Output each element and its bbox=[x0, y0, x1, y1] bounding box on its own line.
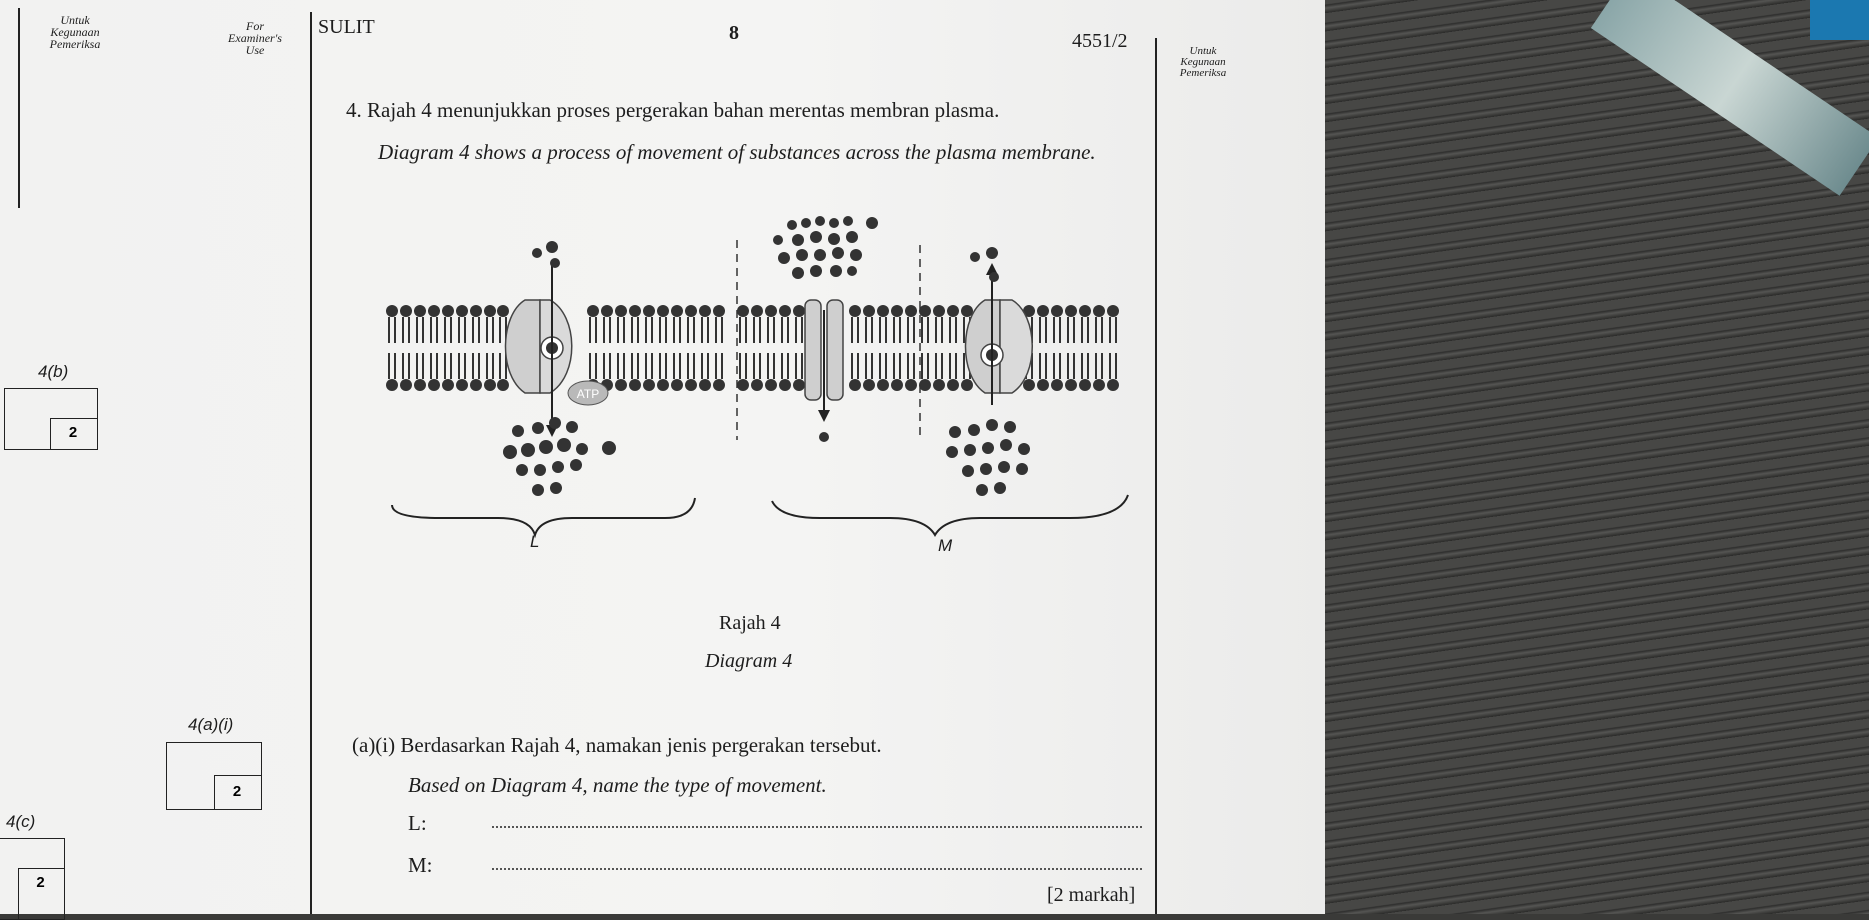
carrier-protein-m bbox=[964, 263, 1033, 405]
carrier-protein-l: ATP bbox=[504, 265, 609, 437]
exam-page: Untuk Kegunaan Pemeriksa For Examiner's … bbox=[0, 0, 1325, 920]
margin-label-4b: 4(b) bbox=[38, 362, 69, 381]
label-m: M bbox=[938, 536, 953, 555]
margin-label-4c: 4(c) bbox=[6, 812, 36, 831]
marks-label: [2 markah] bbox=[1047, 884, 1136, 906]
score-4b: 2 bbox=[68, 424, 78, 441]
outer-margin-line bbox=[18, 8, 20, 208]
header-untuk-right: Untuk Kegunaan Pemeriksa bbox=[1179, 45, 1227, 79]
paper-code: 4551/2 bbox=[1072, 30, 1128, 52]
question-4-malay: 4. Rajah 4 menunjukkan proses pergerakan… bbox=[346, 98, 1000, 122]
question-a-i-english: Based on Diagram 4, name the type of mov… bbox=[408, 773, 827, 797]
page-number: 8 bbox=[729, 22, 739, 44]
question-4-english: Diagram 4 shows a process of movement of… bbox=[378, 140, 1096, 164]
margin-label-4ai: 4(a)(i) bbox=[188, 715, 234, 734]
answer-l-label: L: bbox=[408, 811, 427, 835]
caption-diagram: Diagram 4 bbox=[705, 650, 793, 672]
bilayer-right bbox=[736, 304, 1120, 392]
score-box-4ai bbox=[214, 775, 262, 810]
caption-rajah: Rajah 4 bbox=[719, 612, 781, 634]
answer-m-label: M: bbox=[408, 853, 433, 877]
score-4ai: 2 bbox=[232, 783, 242, 800]
answer-l-line[interactable] bbox=[492, 826, 1142, 828]
svg-text:ATP: ATP bbox=[577, 387, 599, 401]
blue-object bbox=[1810, 0, 1869, 40]
brace-l bbox=[391, 497, 696, 539]
score-4c: 2 bbox=[36, 874, 45, 891]
desk-background bbox=[1290, 0, 1869, 914]
sulit-label: SULIT bbox=[318, 16, 375, 38]
right-margin-line bbox=[1155, 38, 1157, 914]
plasma-membrane-diagram: ATP bbox=[385, 216, 1129, 539]
channel-protein bbox=[804, 299, 844, 442]
header-untuk-left: Untuk Kegunaan Pemeriksa bbox=[49, 13, 101, 51]
left-margin-line bbox=[310, 12, 312, 914]
question-a-i-malay: (a)(i) Berdasarkan Rajah 4, namakan jeni… bbox=[352, 733, 882, 757]
label-l: L bbox=[530, 532, 540, 551]
header-examiners-use: For Examiner's Use bbox=[228, 19, 282, 57]
molecules bbox=[503, 216, 1030, 496]
answer-m-line[interactable] bbox=[492, 868, 1142, 870]
score-box-4b bbox=[50, 418, 98, 450]
brace-m bbox=[771, 494, 1129, 537]
